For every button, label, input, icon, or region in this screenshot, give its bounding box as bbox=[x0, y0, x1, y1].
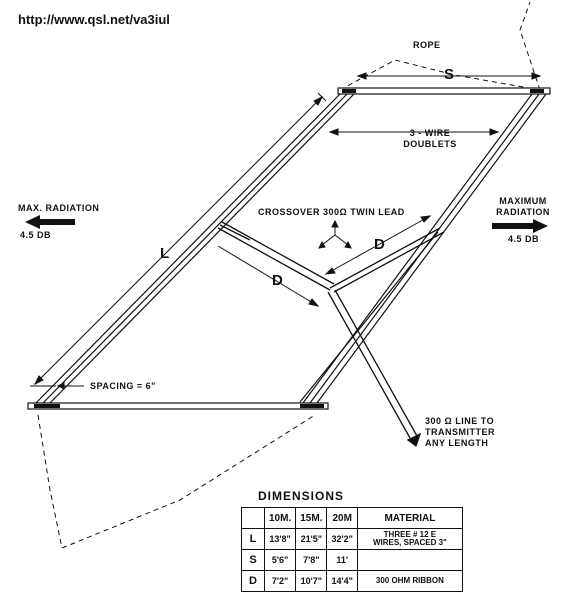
right-radiation-arrow bbox=[492, 219, 548, 233]
table-row: S 5'6" 7'8" 11' bbox=[241, 549, 463, 571]
cell-15m: 21'5" bbox=[295, 528, 328, 550]
crossing-wires bbox=[299, 231, 439, 403]
dimension-d-right-label: D bbox=[374, 236, 385, 253]
feed-line-label: 300 Ω LINE TO TRANSMITTER ANY LENGTH bbox=[425, 416, 495, 449]
max-radiation-right-line2: RADIATION bbox=[496, 207, 550, 217]
rope-bottom-right bbox=[61, 414, 316, 549]
table-row: D 7'2" 10'7" 14'4" 300 OHM RIBBON bbox=[241, 570, 463, 592]
row-label: L bbox=[241, 528, 265, 550]
max-radiation-left-db: 4.5 DB bbox=[20, 230, 52, 240]
cell-10m: 7'2" bbox=[263, 570, 297, 592]
dimension-d-left-label: D bbox=[272, 272, 283, 289]
doublets-label-line1: 3 - WIRE bbox=[409, 128, 451, 138]
top-insulator-bar bbox=[337, 87, 551, 95]
feed-line-to-transmitter bbox=[327, 289, 422, 448]
radiation-arrows bbox=[25, 215, 548, 233]
header-material: MATERIAL bbox=[356, 507, 463, 529]
source-url: http://www.qsl.net/va3iul bbox=[18, 12, 170, 27]
rope-label: ROPE bbox=[413, 40, 441, 50]
dimension-s-arrow bbox=[356, 72, 542, 80]
rope-top-right bbox=[519, 1, 541, 91]
header-20m: 20M bbox=[326, 507, 358, 529]
cell-20m: 11' bbox=[326, 549, 358, 571]
cell-material: 300 OHM RIBBON bbox=[356, 570, 463, 592]
dimension-l-label: L bbox=[160, 245, 170, 262]
dimension-d-arrows bbox=[217, 215, 432, 307]
cell-material bbox=[356, 549, 463, 571]
crossover-twin-lead bbox=[217, 221, 445, 293]
dimensions-table: 10M. 15M. 20M MATERIAL L 13'8" 21'5" 32'… bbox=[241, 507, 463, 592]
cell-material: THREE # 12 E WIRES, SPACED 3" bbox=[356, 528, 463, 550]
cell-20m: 14'4" bbox=[326, 570, 358, 592]
table-row: L 13'8" 21'5" 32'2" THREE # 12 E WIRES, … bbox=[241, 528, 463, 550]
spacing-marker bbox=[30, 382, 84, 390]
crossover-indicator bbox=[318, 219, 352, 249]
doublets-label: 3 - WIRE DOUBLETS bbox=[385, 128, 475, 150]
cell-10m: 13'8" bbox=[263, 528, 297, 550]
doublets-label-line2: DOUBLETS bbox=[403, 139, 457, 149]
doublets-spacing-arrow bbox=[328, 128, 500, 136]
max-radiation-right-db: 4.5 DB bbox=[508, 234, 540, 244]
feed-line-label-line2: TRANSMITTER bbox=[425, 427, 495, 437]
dimension-s-label: S bbox=[444, 66, 455, 83]
material-line1: THREE # 12 E bbox=[383, 530, 437, 539]
dimensions-title: DIMENSIONS bbox=[258, 489, 345, 503]
feed-line-label-line3: ANY LENGTH bbox=[425, 438, 489, 448]
max-radiation-right-label: MAXIMUM RADIATION bbox=[488, 196, 558, 218]
header-15m: 15M. bbox=[295, 507, 328, 529]
insulators bbox=[27, 87, 551, 410]
dimension-l-arrow bbox=[33, 92, 327, 386]
max-radiation-left-label: MAX. RADIATION bbox=[18, 203, 99, 214]
max-radiation-right-line1: MAXIMUM bbox=[499, 196, 547, 206]
crossover-label: CROSSOVER 300Ω TWIN LEAD bbox=[258, 207, 405, 217]
cell-15m: 10'7" bbox=[295, 570, 328, 592]
left-radiation-arrow bbox=[25, 215, 75, 229]
dimensions-header-row: 10M. 15M. 20M MATERIAL bbox=[241, 507, 463, 529]
cell-10m: 5'6" bbox=[263, 549, 297, 571]
header-10m: 10M. bbox=[263, 507, 297, 529]
cell-15m: 7'8" bbox=[295, 549, 328, 571]
rope-bottom-left bbox=[37, 414, 63, 549]
feed-line-label-line1: 300 Ω LINE TO bbox=[425, 416, 495, 426]
left-doublet-wires bbox=[35, 93, 355, 404]
row-label: D bbox=[241, 570, 265, 592]
material-line1: 300 OHM RIBBON bbox=[375, 576, 444, 585]
header-blank bbox=[241, 507, 265, 529]
row-label: S bbox=[241, 549, 265, 571]
material-line2: WIRES, SPACED 3" bbox=[372, 538, 447, 547]
max-radiation-left-line1: MAX. RADIATION bbox=[18, 203, 100, 213]
cell-20m: 32'2" bbox=[326, 528, 358, 550]
support-ropes bbox=[37, 1, 541, 549]
rope-top-left bbox=[339, 59, 541, 91]
spacing-label: SPACING = 6" bbox=[90, 381, 156, 391]
bottom-insulator-bar bbox=[27, 402, 329, 410]
